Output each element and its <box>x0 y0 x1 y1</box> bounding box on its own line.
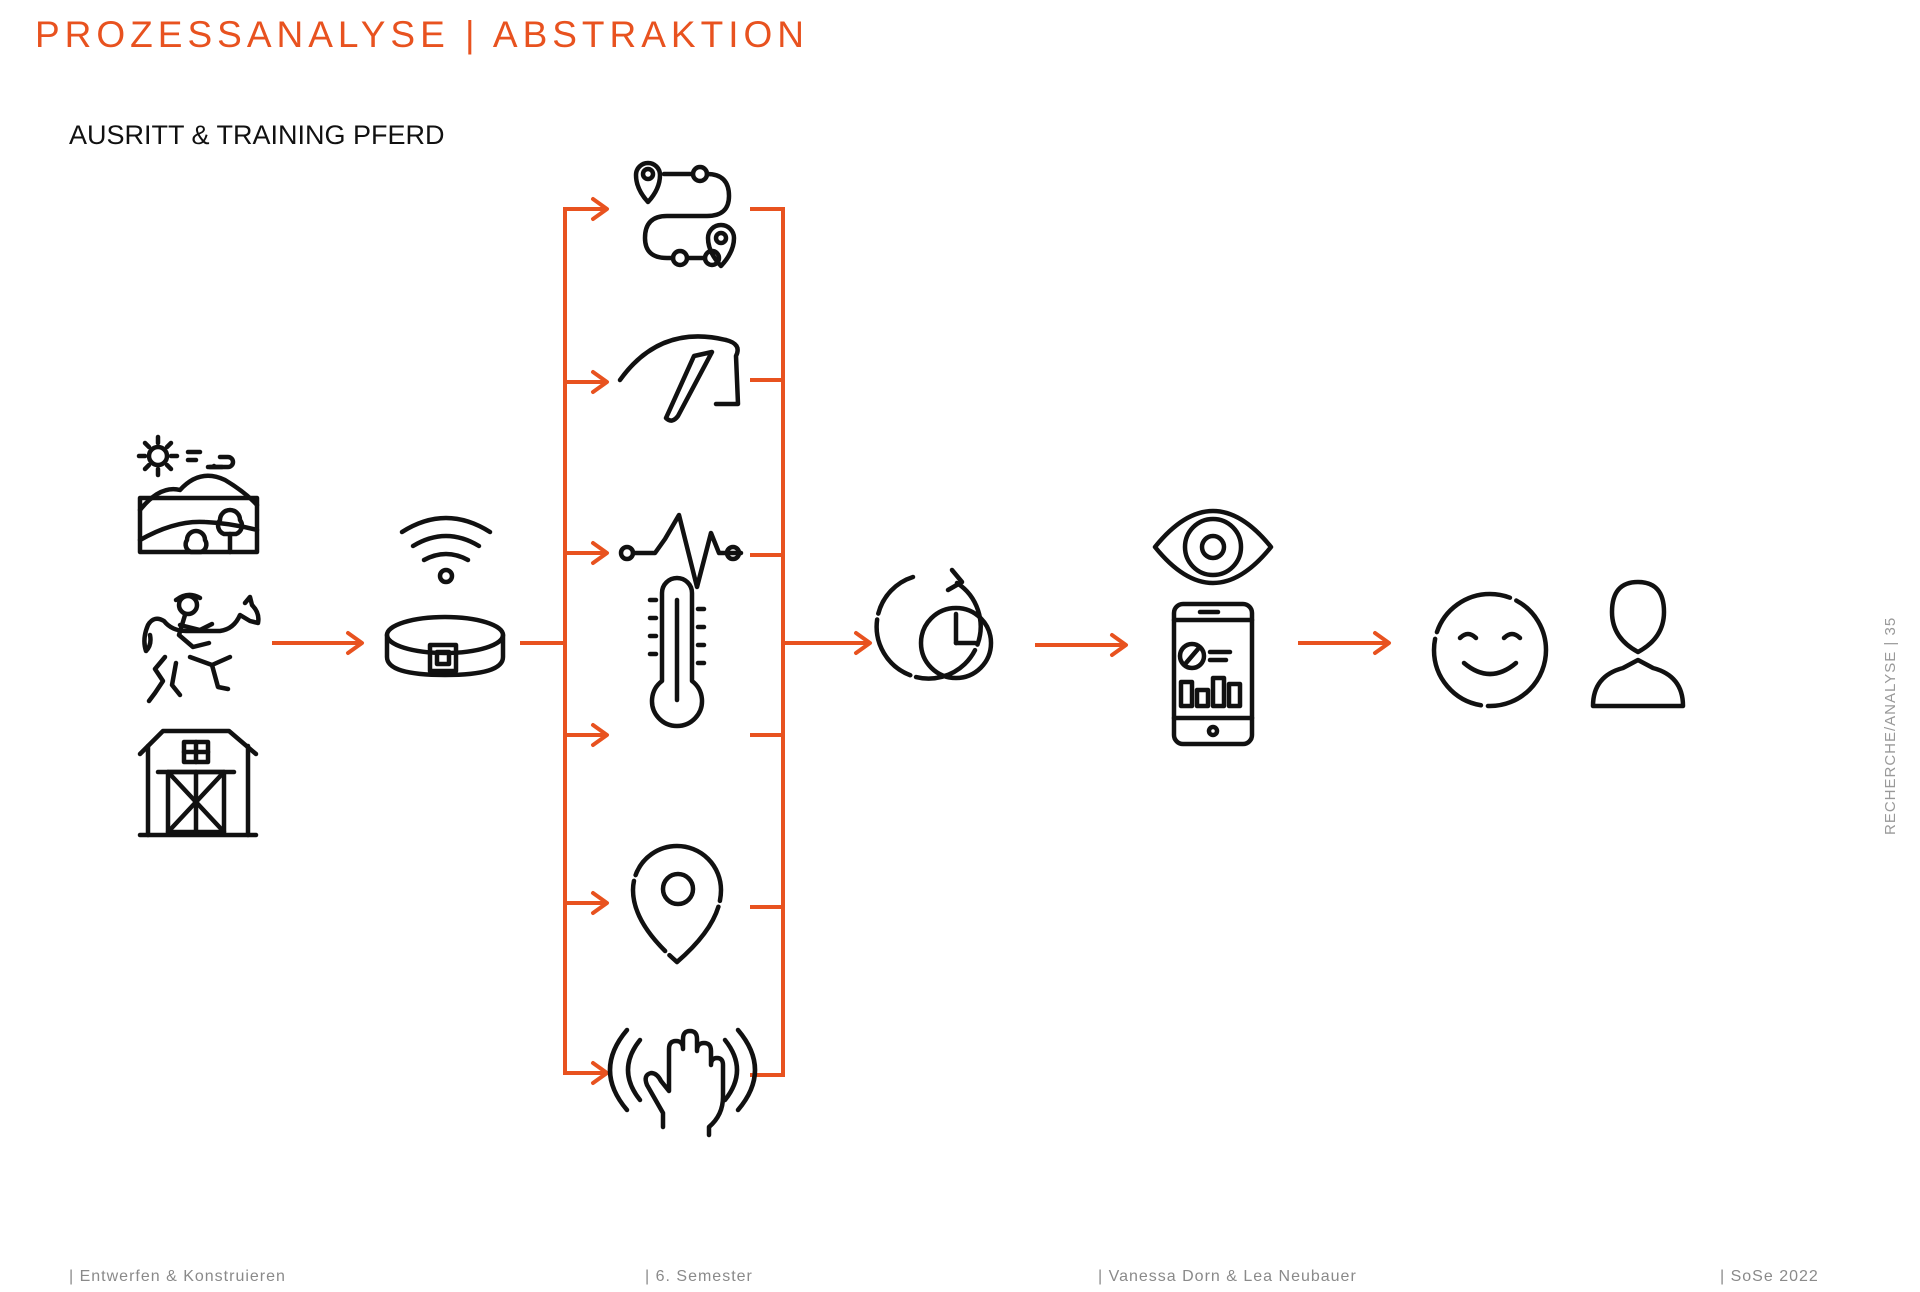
thermometer-icon <box>647 575 707 729</box>
smartphone-statistics-icon <box>1171 601 1255 747</box>
footer-course: | Entwerfen & Konstruieren <box>69 1268 286 1285</box>
page-title: PROZESSANALYSE | ABSTRAKTION <box>35 14 809 55</box>
footer-semester: | 6. Semester <box>645 1268 753 1285</box>
barn-icon <box>137 728 259 838</box>
smiley-icon <box>1431 591 1549 709</box>
horse-rider-icon <box>142 592 261 704</box>
heartbeat-icon <box>618 512 744 590</box>
user-icon <box>1590 579 1686 709</box>
eye-icon <box>1152 508 1274 586</box>
smart-collar-icon <box>384 515 506 678</box>
footer-authors: | Vanessa Dorn & Lea Neubauer <box>1098 1268 1357 1285</box>
touch-hand-icon <box>607 1027 758 1138</box>
landscape-icon <box>136 434 260 555</box>
route-icon <box>633 160 737 269</box>
location-pin-icon <box>630 843 724 965</box>
footer-term: | SoSe 2022 <box>1720 1268 1819 1285</box>
clock-icon <box>874 567 994 681</box>
diagram-subtitle: AUSRITT & TRAINING PFERD <box>69 120 445 150</box>
flow-lines <box>272 197 1391 1085</box>
speedometer-icon <box>617 334 741 423</box>
